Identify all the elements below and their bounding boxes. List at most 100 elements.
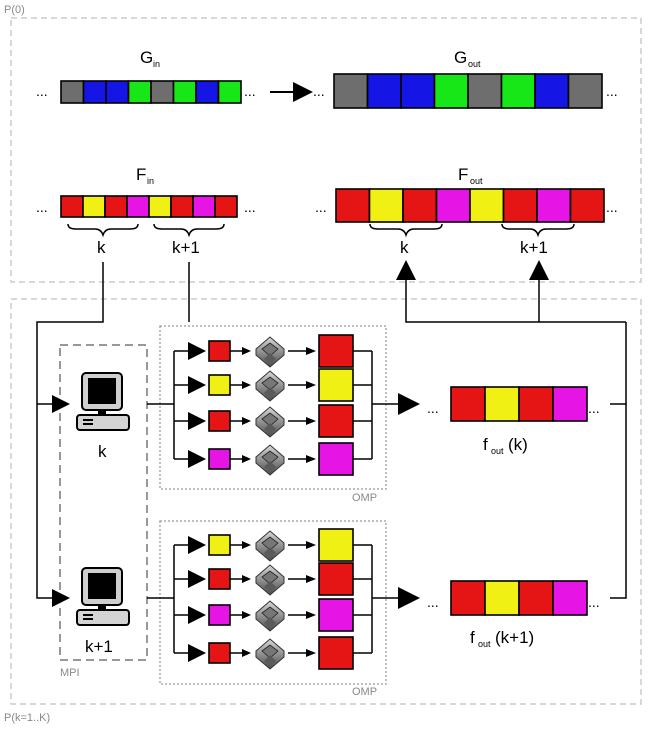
result-title-k1: f out (k+1) xyxy=(470,628,534,649)
node-k-to-result-arrowhead xyxy=(398,393,420,415)
node-k1-output-cell-0 xyxy=(319,529,353,561)
svg-text:out: out xyxy=(468,59,481,69)
computer-label-k1: k+1 xyxy=(85,637,113,656)
node-k-output-cell-2 xyxy=(319,405,353,437)
node-k1-to-gear-arrowhead-1 xyxy=(242,575,251,583)
node-k-from-gear-arrowhead-2 xyxy=(306,417,316,425)
g-in-cell-3 xyxy=(129,81,152,103)
node-k-to-gear-arrowhead-3 xyxy=(242,455,251,463)
result-k1-ellipsis-right: ... xyxy=(588,594,600,610)
g-in-title: G in xyxy=(140,48,160,69)
svg-text:G: G xyxy=(454,48,467,67)
g-in-cell-7 xyxy=(219,81,242,103)
p0-region-label: P(0) xyxy=(4,4,25,16)
node-k-from-gear-arrowhead-1 xyxy=(306,381,316,389)
node-k1-gear-icon-1 xyxy=(256,565,284,595)
node-k1-gear-icon-0 xyxy=(256,531,284,561)
node-k-gear-icon-1 xyxy=(256,371,284,401)
svg-text:(k): (k) xyxy=(508,435,528,454)
f-out-brace-k1 xyxy=(502,224,574,235)
node-k1-from-gear-arrowhead-2 xyxy=(306,611,316,619)
result-k-ellipsis-left: ... xyxy=(427,400,439,416)
node-k1-input-cell-3 xyxy=(209,643,230,663)
g-in-ellipsis-left: ... xyxy=(36,83,48,99)
node-k-branch-arrowhead-1 xyxy=(188,376,206,394)
g-out-cell-3 xyxy=(435,74,469,108)
node-k1-result-cell-2 xyxy=(519,581,553,615)
g-in-cell-5 xyxy=(174,81,197,103)
node-k1-to-gear-arrowhead-0 xyxy=(242,541,251,549)
g-out-cell-4 xyxy=(468,74,502,108)
node-k-input-arrowhead xyxy=(52,395,70,413)
node-k1-gear-icon-3 xyxy=(256,639,284,669)
node-k1-result-cell-3 xyxy=(553,581,587,615)
node-k1-result-cell-1 xyxy=(485,581,519,615)
f-out-k-arrowhead xyxy=(396,260,416,280)
f-in-brace-k xyxy=(68,224,138,235)
f-out-cell-2 xyxy=(403,189,437,222)
f-in-cell-6 xyxy=(193,196,215,217)
node-k1-result-cell-0 xyxy=(451,581,485,615)
svg-text:f: f xyxy=(470,628,475,647)
f-out-title: F out xyxy=(458,165,483,186)
f-in-brace-label-k: k xyxy=(97,238,106,257)
f-out-ellipsis-right: ... xyxy=(606,199,618,215)
result-title-k: f out (k) xyxy=(483,435,528,456)
node-k-to-gear-arrowhead-2 xyxy=(242,417,251,425)
g-out-cell-1 xyxy=(368,74,402,108)
g-out-cell-0 xyxy=(334,74,368,108)
svg-text:in: in xyxy=(153,59,160,69)
g-in-cell-2 xyxy=(106,81,129,103)
f-in-cell-7 xyxy=(215,196,237,217)
f-out-cell-7 xyxy=(571,189,605,222)
node-k-gear-icon-3 xyxy=(256,445,284,475)
f-out-brace-k xyxy=(370,224,442,235)
node-k: k xyxy=(77,373,129,461)
node-k1-output-cell-2 xyxy=(319,599,353,631)
computer-icon xyxy=(77,568,129,625)
node-k-gear-icon-0 xyxy=(256,337,284,367)
pk-region-label: P(k=1..K) xyxy=(4,712,50,724)
node-k-result-cell-2 xyxy=(519,387,553,421)
node-k-branch-arrowhead-2 xyxy=(188,412,206,430)
node-k-result-cell-1 xyxy=(485,387,519,421)
f-in-cell-0 xyxy=(61,196,83,217)
result-k1-ellipsis-left: ... xyxy=(427,594,439,610)
node-k-gear-icon-2 xyxy=(256,407,284,437)
node-k-input-cell-0 xyxy=(209,341,230,361)
node-k-output-cell-3 xyxy=(319,443,353,475)
node-k1-input-cell-1 xyxy=(209,569,230,589)
svg-text:(k+1): (k+1) xyxy=(495,628,534,647)
g-out-cell-7 xyxy=(569,74,603,108)
svg-text:out: out xyxy=(478,639,491,649)
g-transform-arrow xyxy=(270,82,313,102)
f-out-cell-5 xyxy=(504,189,538,222)
node-k1-to-gear-arrowhead-2 xyxy=(242,611,251,619)
svg-text:G: G xyxy=(140,48,153,67)
node-k-from-gear-arrowhead-0 xyxy=(306,347,316,355)
svg-text:F: F xyxy=(136,165,146,184)
node-k1-to-result-arrowhead xyxy=(398,587,420,609)
omp-label-k1: OMP xyxy=(352,686,377,698)
svg-text:in: in xyxy=(147,176,154,186)
node-k-to-gear-arrowhead-1 xyxy=(242,381,251,389)
computer-label-k: k xyxy=(98,442,107,461)
f-in-brace-label-k1: k+1 xyxy=(172,238,200,257)
node-k1-input-cell-0 xyxy=(209,535,230,555)
mpi-label: MPI xyxy=(60,667,80,679)
g-out-cell-6 xyxy=(535,74,569,108)
g-out-cell-2 xyxy=(401,74,435,108)
g-in-cell-6 xyxy=(196,81,219,103)
f-out-cell-3 xyxy=(437,189,471,222)
node-k-input-cell-1 xyxy=(209,375,230,395)
node-k-output-cell-1 xyxy=(319,369,353,401)
svg-text:out: out xyxy=(491,446,504,456)
f-out-ellipsis-left: ... xyxy=(315,199,327,215)
f-out-cell-6 xyxy=(537,189,571,222)
node-k1: k+1 xyxy=(77,568,129,656)
node-k-result-cell-0 xyxy=(451,387,485,421)
node-k-from-gear-arrowhead-3 xyxy=(306,455,316,463)
f-out-cell-1 xyxy=(370,189,404,222)
omp-label-k: OMP xyxy=(352,492,377,504)
